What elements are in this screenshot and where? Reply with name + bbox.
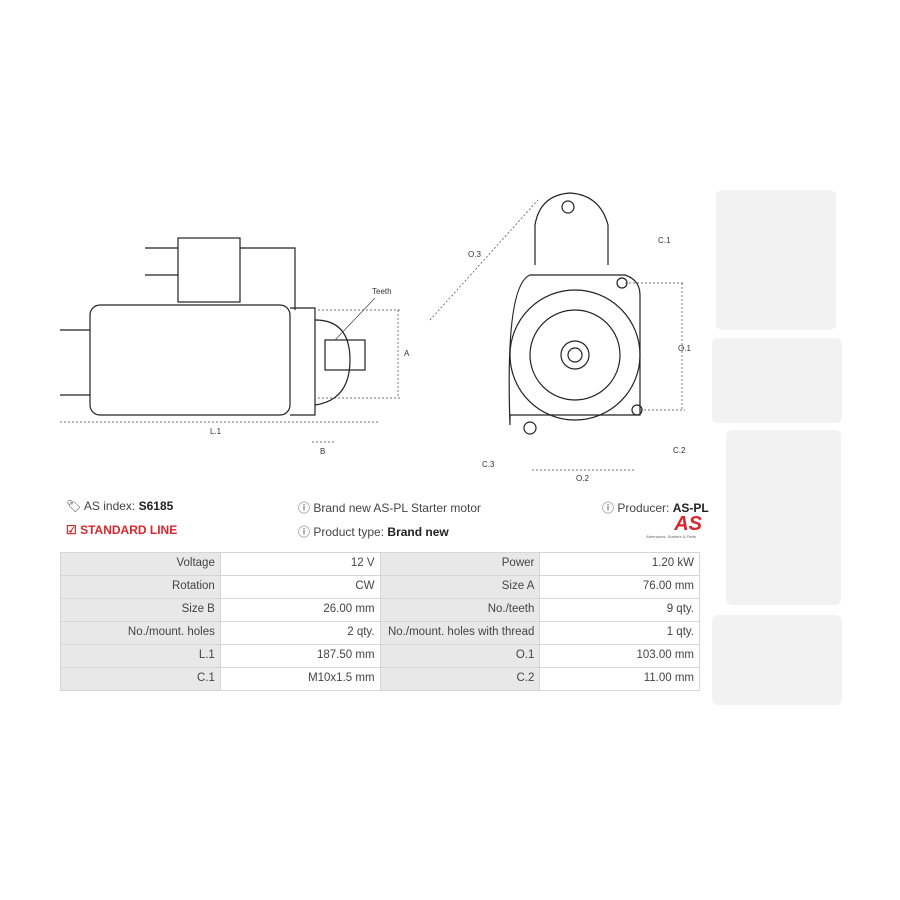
spec-label: Size B [60, 598, 221, 622]
spec-label: C.1 [60, 667, 221, 691]
spec-value: 12 V [219, 552, 381, 576]
spec-label: O.1 [379, 644, 541, 668]
standard-line-badge: ☑ STANDARD LINE [66, 523, 178, 537]
producer: ⓘ Producer: AS-PL [602, 501, 709, 515]
o3-label: O.3 [468, 250, 481, 259]
side-view-drawing: Teeth A L.1 B [60, 237, 410, 456]
spec-label: L.1 [60, 644, 221, 668]
info-icon: ⓘ [602, 501, 615, 515]
description: ⓘ Brand new AS-PL Starter motor [298, 501, 481, 515]
spec-label: No./teeth [379, 598, 541, 622]
o2-label: O.2 [576, 474, 589, 483]
product-photo-rear [726, 430, 841, 605]
l1-label: L.1 [210, 427, 222, 436]
spec-label: Voltage [60, 552, 221, 576]
spec-label: Rotation [60, 575, 221, 599]
as-index: 🏷 AS index: S6185 [66, 499, 174, 513]
b-label: B [320, 447, 325, 456]
spec-label: Size A [379, 575, 541, 599]
spec-label: C.2 [379, 667, 541, 691]
spec-value: 1 qty. [539, 621, 700, 645]
product-photo-front [716, 190, 836, 330]
spec-label: No./mount. holes [60, 621, 221, 645]
a-label: A [404, 349, 410, 358]
spec-value: 1.20 kW [539, 552, 700, 576]
tags-icon: 🏷 [66, 499, 82, 513]
checkbox-icon: ☑ [66, 523, 77, 537]
spec-value: 103.00 mm [539, 644, 700, 668]
teeth-label: Teeth [372, 287, 392, 296]
o1-label: O.1 [678, 344, 691, 353]
c2-label: C.2 [673, 446, 686, 455]
product-photo-side [712, 338, 842, 423]
info-icon: ⓘ [298, 501, 311, 515]
spec-value: M10x1.5 mm [219, 667, 381, 691]
spec-value: 2 qty. [219, 621, 381, 645]
spec-value: CW [219, 575, 381, 599]
spec-value: 187.50 mm [219, 644, 381, 668]
spec-value: 76.00 mm [539, 575, 700, 599]
product-type: ⓘ Product type: Brand new [298, 525, 449, 539]
spec-value: 9 qty. [539, 598, 700, 622]
front-view-drawing: C.1 O.1 O.3 C.3 O.2 C.2 [429, 192, 691, 483]
spec-label: Power [379, 552, 541, 576]
spec-label: No./mount. holes with thread [379, 621, 541, 645]
spec-value: 11.00 mm [539, 667, 700, 691]
c1-label: C.1 [658, 236, 671, 245]
spec-value: 26.00 mm [219, 598, 381, 622]
c3-label: C.3 [482, 460, 495, 469]
as-pl-logo: AS Alternators, Starters & Parts [646, 513, 702, 539]
product-photo-side-2 [712, 615, 842, 705]
info-icon: ⓘ [298, 525, 311, 539]
